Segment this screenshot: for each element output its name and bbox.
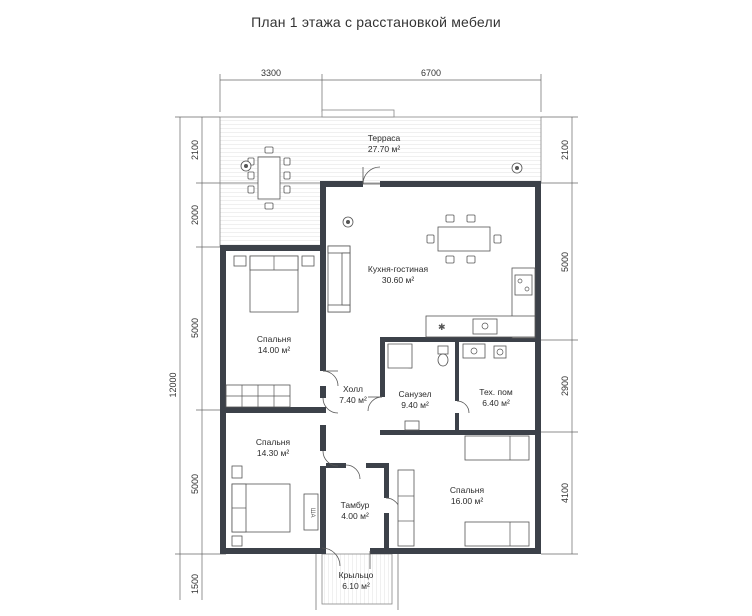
bed-bedroom2: ША (231, 465, 319, 547)
room-area: 7.40 м² (339, 395, 367, 405)
stairs (225, 384, 291, 408)
dim-right-4100: 4100 (560, 483, 570, 503)
porch-deck (315, 553, 399, 610)
room-name: Терраса (368, 133, 401, 143)
room-area: 30.60 м² (382, 275, 414, 285)
vestibule-wardrobe (397, 469, 415, 547)
dim-top-6700: 6700 (421, 68, 441, 78)
room-area: 14.30 м² (257, 448, 289, 458)
room-name: Спальня (257, 334, 292, 344)
dim-right-5000: 5000 (560, 252, 570, 272)
walls (220, 181, 541, 554)
room-name: Кухня-гостиная (368, 264, 429, 274)
room-label-bedroom3: Спальня 16.00 м² (450, 485, 485, 506)
room-label-terrace: Терраса 27.70 м² (368, 133, 401, 154)
dim-right-2900: 2900 (560, 376, 570, 396)
dim-left-5000-a: 5000 (190, 318, 200, 338)
room-area: 6.10 м² (342, 581, 370, 591)
room-label-bathroom: Санузел 9.40 м² (398, 389, 431, 410)
room-area: 16.00 м² (451, 496, 483, 506)
room-label-vestibule: Тамбур 4.00 м² (341, 500, 370, 521)
room-area: 27.70 м² (368, 144, 400, 154)
dim-left-1500: 1500 (190, 574, 200, 594)
terrace-dining-set (247, 146, 291, 210)
bed-bedroom3 (464, 435, 530, 547)
room-name: Спальня (450, 485, 485, 495)
dim-left-2100: 2100 (190, 140, 200, 160)
room-label-kitchen: Кухня-гостиная 30.60 м² (368, 264, 429, 285)
plant-icon (240, 160, 523, 228)
dim-right-2100: 2100 (560, 140, 570, 160)
room-area: 9.40 м² (401, 400, 429, 410)
bathroom-fixtures (387, 343, 507, 431)
room-label-hall: Холл 7.40 м² (339, 384, 367, 405)
room-label-tech: Тех. пом 6.40 м² (479, 387, 513, 408)
dim-left-5000-b: 5000 (190, 474, 200, 494)
room-area: 6.40 м² (482, 398, 510, 408)
room-name: Тех. пом (479, 387, 513, 397)
dim-left-2000: 2000 (190, 205, 200, 225)
room-name: Крыльцо (339, 570, 374, 580)
kitchen-dining-set (426, 214, 502, 264)
room-area: 4.00 м² (341, 511, 369, 521)
svg-text:✱: ✱ (438, 323, 446, 333)
room-area: 14.00 м² (258, 345, 290, 355)
room-label-bedroom2: Спальня 14.30 м² (256, 437, 291, 458)
dim-top-3300: 3300 (261, 68, 281, 78)
wardrobe-label: ША (309, 508, 315, 518)
doors (321, 166, 470, 569)
sofa (327, 245, 351, 313)
room-label-porch: Крыльцо 6.10 м² (339, 570, 374, 591)
plan-title: План 1 этажа с расстановкой мебели (251, 14, 501, 30)
kitchen-counter: ✱ (425, 267, 536, 339)
room-name: Холл (343, 384, 363, 394)
dim-left-total: 12000 (168, 372, 178, 397)
room-name: Санузел (398, 389, 431, 399)
room-name: Спальня (256, 437, 291, 447)
bed-bedroom1 (233, 255, 315, 313)
room-name: Тамбур (341, 500, 370, 510)
room-label-bedroom1: Спальня 14.00 м² (257, 334, 292, 355)
dimension-lines (175, 74, 578, 600)
